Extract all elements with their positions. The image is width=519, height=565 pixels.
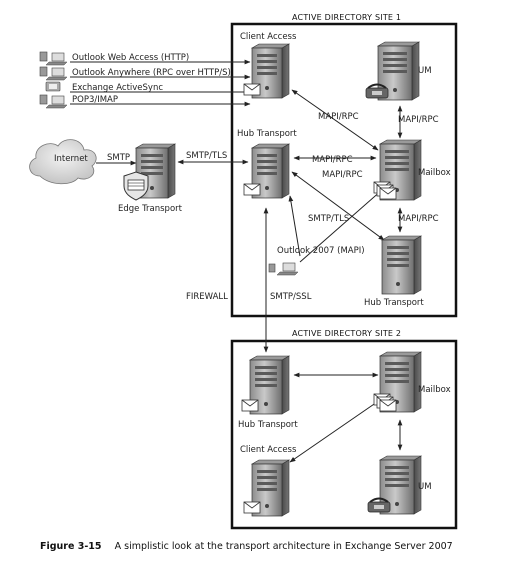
telephone-icon	[367, 497, 391, 513]
mapi-rpc-diag-label: MAPI/RPC	[322, 170, 363, 180]
site2-box	[230, 339, 458, 530]
caption-figure-number: Figure 3-15	[40, 541, 102, 552]
hub-transport-1-server-icon	[243, 143, 291, 199]
hub-transport-2-server-icon	[241, 355, 291, 415]
caption-text: A simplistic look at the transport archi…	[115, 541, 453, 552]
client-label-pop: POP3/IMAP	[72, 95, 118, 105]
owa-laptop-icon	[39, 51, 68, 66]
activesync-phone-icon	[45, 81, 61, 92]
edge-shield-icon	[123, 171, 149, 201]
server-label-mailbox-2: Mailbox	[418, 385, 451, 395]
pop-laptop-icon	[39, 94, 68, 109]
mapi-rpc-mbx-hub-label: MAPI/RPC	[398, 214, 439, 224]
envelope-icon	[243, 183, 261, 196]
server-label-client-access-2: Client Access	[240, 445, 297, 455]
servers-layer	[134, 41, 423, 517]
site1-box	[230, 22, 458, 318]
smtp-label: SMTP	[107, 153, 130, 163]
internet-cloud-icon	[29, 139, 97, 185]
internet-label: Internet	[54, 154, 88, 164]
telephone-icon	[365, 83, 389, 99]
mapi-rpc-hub-mbx-label: MAPI/RPC	[312, 155, 353, 165]
hub-transport-1b-server-icon	[380, 235, 423, 295]
server-label-hub-transport-2: Hub Transport	[238, 420, 298, 430]
anywhere-laptop-icon	[39, 66, 68, 81]
client-label-anywhere: Outlook Anywhere (RPC over HTTP/S)	[72, 68, 231, 78]
client-access-2-server-icon	[243, 459, 291, 517]
um-1-server-icon	[365, 41, 421, 101]
server-label-client-access-1: Client Access	[240, 32, 297, 42]
server-label-hub-transport-1: Hub Transport	[237, 129, 297, 139]
smtp-tls-hubs-label: SMTP/TLS	[308, 214, 349, 224]
outlook-mapi-label: Outlook 2007 (MAPI)	[277, 246, 365, 256]
client-label-owa: Outlook Web Access (HTTP)	[72, 53, 189, 63]
connectors	[70, 59, 403, 463]
um-2-server-icon	[367, 455, 423, 515]
client-access-1-server-icon	[243, 43, 291, 99]
envelope-icon	[243, 83, 261, 96]
edge-transport-server-icon	[134, 143, 177, 199]
server-label-hub-transport-1b: Hub Transport	[364, 298, 424, 308]
envelope-icon	[241, 399, 259, 412]
site1-title: ACTIVE DIRECTORY SITE 1	[292, 13, 401, 22]
client-label-activesync: Exchange ActiveSync	[72, 83, 163, 93]
mail-stack-icon	[373, 181, 397, 200]
server-label-um-2: UM	[418, 482, 432, 492]
firewall-label: FIREWALL	[186, 292, 228, 302]
figure-caption: Figure 3-15 A simplistic look at the tra…	[40, 534, 453, 553]
envelope-icon	[243, 501, 261, 514]
smtp-tls-edge-label: SMTP/TLS	[186, 151, 227, 161]
mapi-rpc-cas-mbx-label: MAPI/RPC	[318, 112, 359, 122]
server-label-um-1: UM	[418, 66, 432, 76]
mailbox-2-server-icon	[373, 351, 423, 413]
site2-title: ACTIVE DIRECTORY SITE 2	[292, 329, 401, 338]
mailbox-1-server-icon	[373, 139, 423, 201]
server-label-edge: Edge Transport	[118, 204, 183, 214]
outlook-client-laptop-icon	[268, 262, 299, 276]
mapi-rpc-um-label: MAPI/RPC	[398, 115, 439, 125]
mail-stack-icon	[373, 393, 397, 412]
client-devices	[39, 51, 68, 109]
smtp-ssl-label: SMTP/SSL	[270, 292, 312, 302]
server-label-mailbox-1: Mailbox	[418, 168, 451, 178]
